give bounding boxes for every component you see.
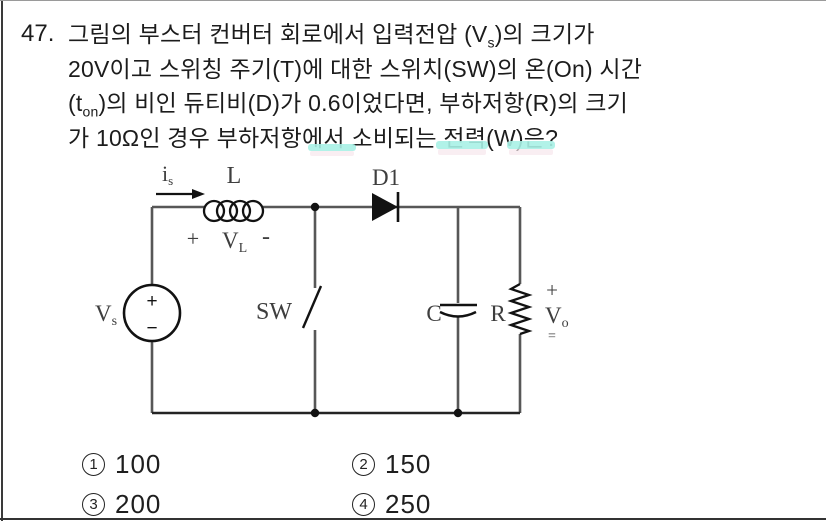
vs-subscript: s xyxy=(487,34,495,51)
capacitor-label: C xyxy=(426,301,441,326)
diode-label: D1 xyxy=(372,165,400,190)
choice-1-value: 100 xyxy=(115,448,162,479)
question-line-2: 20V이고 스위칭 주기(T)에 대한 스위치(SW)의 온(On) 시간 xyxy=(68,55,643,82)
inductor-voltage-minus: - xyxy=(262,224,270,250)
question-text: 그림의 부스터 컨버터 회로에서 입력전압 (Vs)의 크기가 20V이고 스위… xyxy=(68,17,820,155)
choice-3-value: 200 xyxy=(115,488,162,519)
inductor-voltage-label: VL xyxy=(222,228,247,256)
choice-3: 3 200 xyxy=(82,488,162,519)
choice-2-circled-number: 2 xyxy=(352,452,375,476)
page-bottom-border xyxy=(0,518,826,520)
choice-1: 1 100 xyxy=(82,448,162,479)
source-minus-sign: − xyxy=(146,318,157,339)
resistor-symbol xyxy=(507,282,533,336)
highlight-artifacts xyxy=(308,141,555,156)
junction-dots xyxy=(310,202,463,418)
source-voltage-label: Vs xyxy=(95,301,117,329)
source-plus-sign: + xyxy=(146,291,157,312)
switch-blade xyxy=(301,285,323,329)
inductor-label: L xyxy=(227,163,242,189)
choice-4-value: 250 xyxy=(385,488,432,519)
inductor-voltage-annotation: + VL - xyxy=(187,224,270,256)
choice-3-circled-number: 3 xyxy=(82,492,105,516)
diode-symbol xyxy=(372,192,400,222)
inductor-voltage-plus: + xyxy=(187,226,199,251)
resistor-label: R xyxy=(490,301,506,326)
voltage-source-symbol: + − xyxy=(122,283,182,343)
inductor-current-arrow xyxy=(156,189,205,199)
capacitor-symbol xyxy=(439,303,477,318)
output-voltage-annotation: + Vo = xyxy=(545,278,569,344)
switch-label: SW xyxy=(256,299,292,325)
choice-4: 4 250 xyxy=(352,488,432,519)
output-voltage-minus: = xyxy=(548,329,556,344)
circuit-wires xyxy=(150,205,522,413)
inductor-current-label: is xyxy=(162,161,173,188)
choice-1-circled-number: 1 xyxy=(82,452,105,476)
question-line-1: 그림의 부스터 컨버터 회로에서 입력전압 (Vs)의 크기가 xyxy=(68,21,595,51)
choice-4-circled-number: 4 xyxy=(352,492,375,516)
question-line-3: (ton)의 비인 듀티비(D)가 0.6이었다면, 부하저항(R)의 크기 xyxy=(68,90,628,120)
output-voltage-plus: + xyxy=(546,278,558,302)
inductor-symbol xyxy=(202,199,265,223)
page-left-border xyxy=(1,0,3,521)
choice-2: 2 150 xyxy=(352,448,432,479)
ton-subscript: on xyxy=(82,103,99,120)
output-voltage-label: Vo xyxy=(545,303,569,331)
question-number: 47. xyxy=(21,20,55,47)
choice-2-value: 150 xyxy=(385,448,432,479)
page-top-border xyxy=(0,0,826,1)
